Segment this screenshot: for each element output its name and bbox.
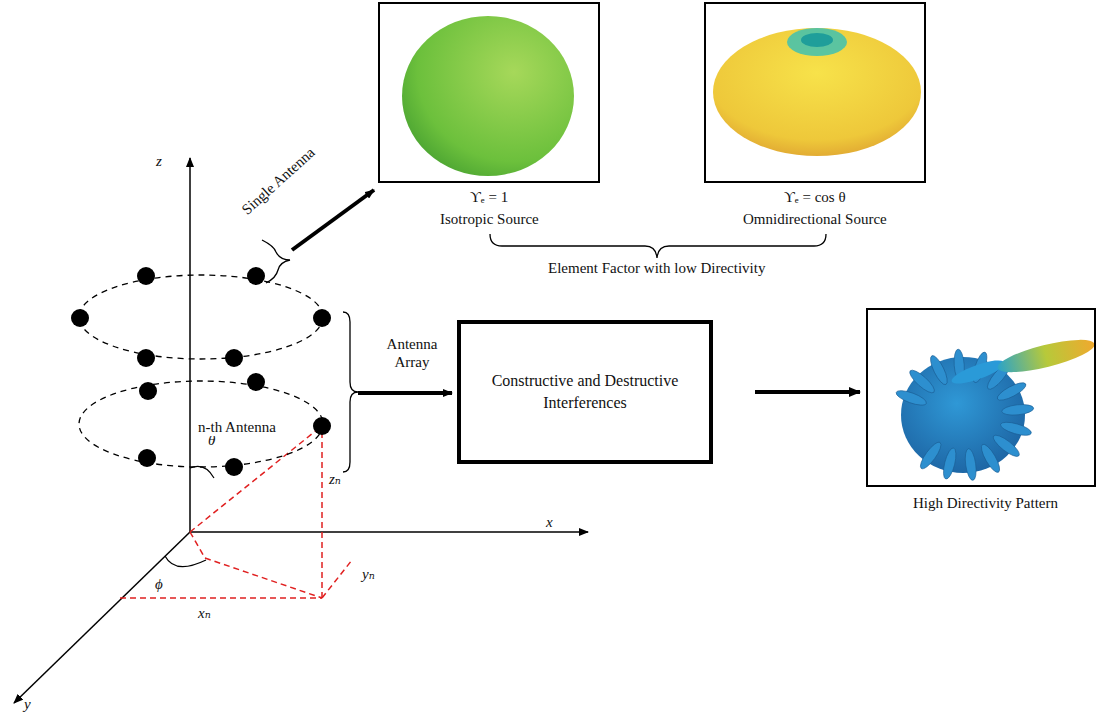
part-label: n-th Antenna: [196, 418, 278, 436]
omni-pattern: [706, 4, 924, 181]
coordinate-label: xₙ: [198, 604, 211, 622]
axis-label: z: [156, 152, 162, 170]
part-label: Antenna Array: [380, 335, 444, 371]
pattern-caption: ϒₑ = cos θ: [784, 188, 846, 206]
group-label: Element Factor with low Directivity: [548, 259, 765, 277]
array-brace: [343, 312, 358, 472]
pattern-box: [378, 2, 600, 183]
pattern-caption: ϒₑ = 1: [470, 188, 508, 206]
pointer-arrow: [292, 190, 374, 250]
axis-label: x: [546, 513, 553, 531]
single-antenna-brace: [262, 240, 290, 283]
hd-pattern: [868, 310, 1094, 485]
element-factor-brace: [490, 234, 826, 258]
phi-arc: [165, 556, 206, 567]
pattern-caption: High Directivity Pattern: [913, 494, 1058, 512]
pattern-caption: Isotropic Source: [440, 210, 539, 228]
pattern-caption: Omnidirectional Source: [743, 210, 887, 228]
angle-label: ϕ: [155, 575, 163, 593]
iso-pattern: [380, 4, 598, 181]
pattern-box: [866, 308, 1096, 487]
pointer-arrow: [358, 391, 452, 395]
projection-lines: [120, 429, 352, 598]
coordinate-label: yₙ: [362, 565, 375, 583]
array-rings: [79, 275, 323, 467]
coordinate-label: zₙ: [329, 470, 341, 488]
part-label: Single Antenna: [238, 143, 318, 218]
axis-label: y: [24, 695, 31, 713]
box-label: Constructive and Destructive Interferenc…: [479, 370, 691, 413]
antenna-elements: [71, 267, 331, 476]
flow-arrow: [755, 390, 860, 394]
pattern-box: [704, 2, 926, 183]
process-box: Constructive and Destructive Interferenc…: [457, 320, 713, 464]
theta-arc: [190, 466, 214, 478]
